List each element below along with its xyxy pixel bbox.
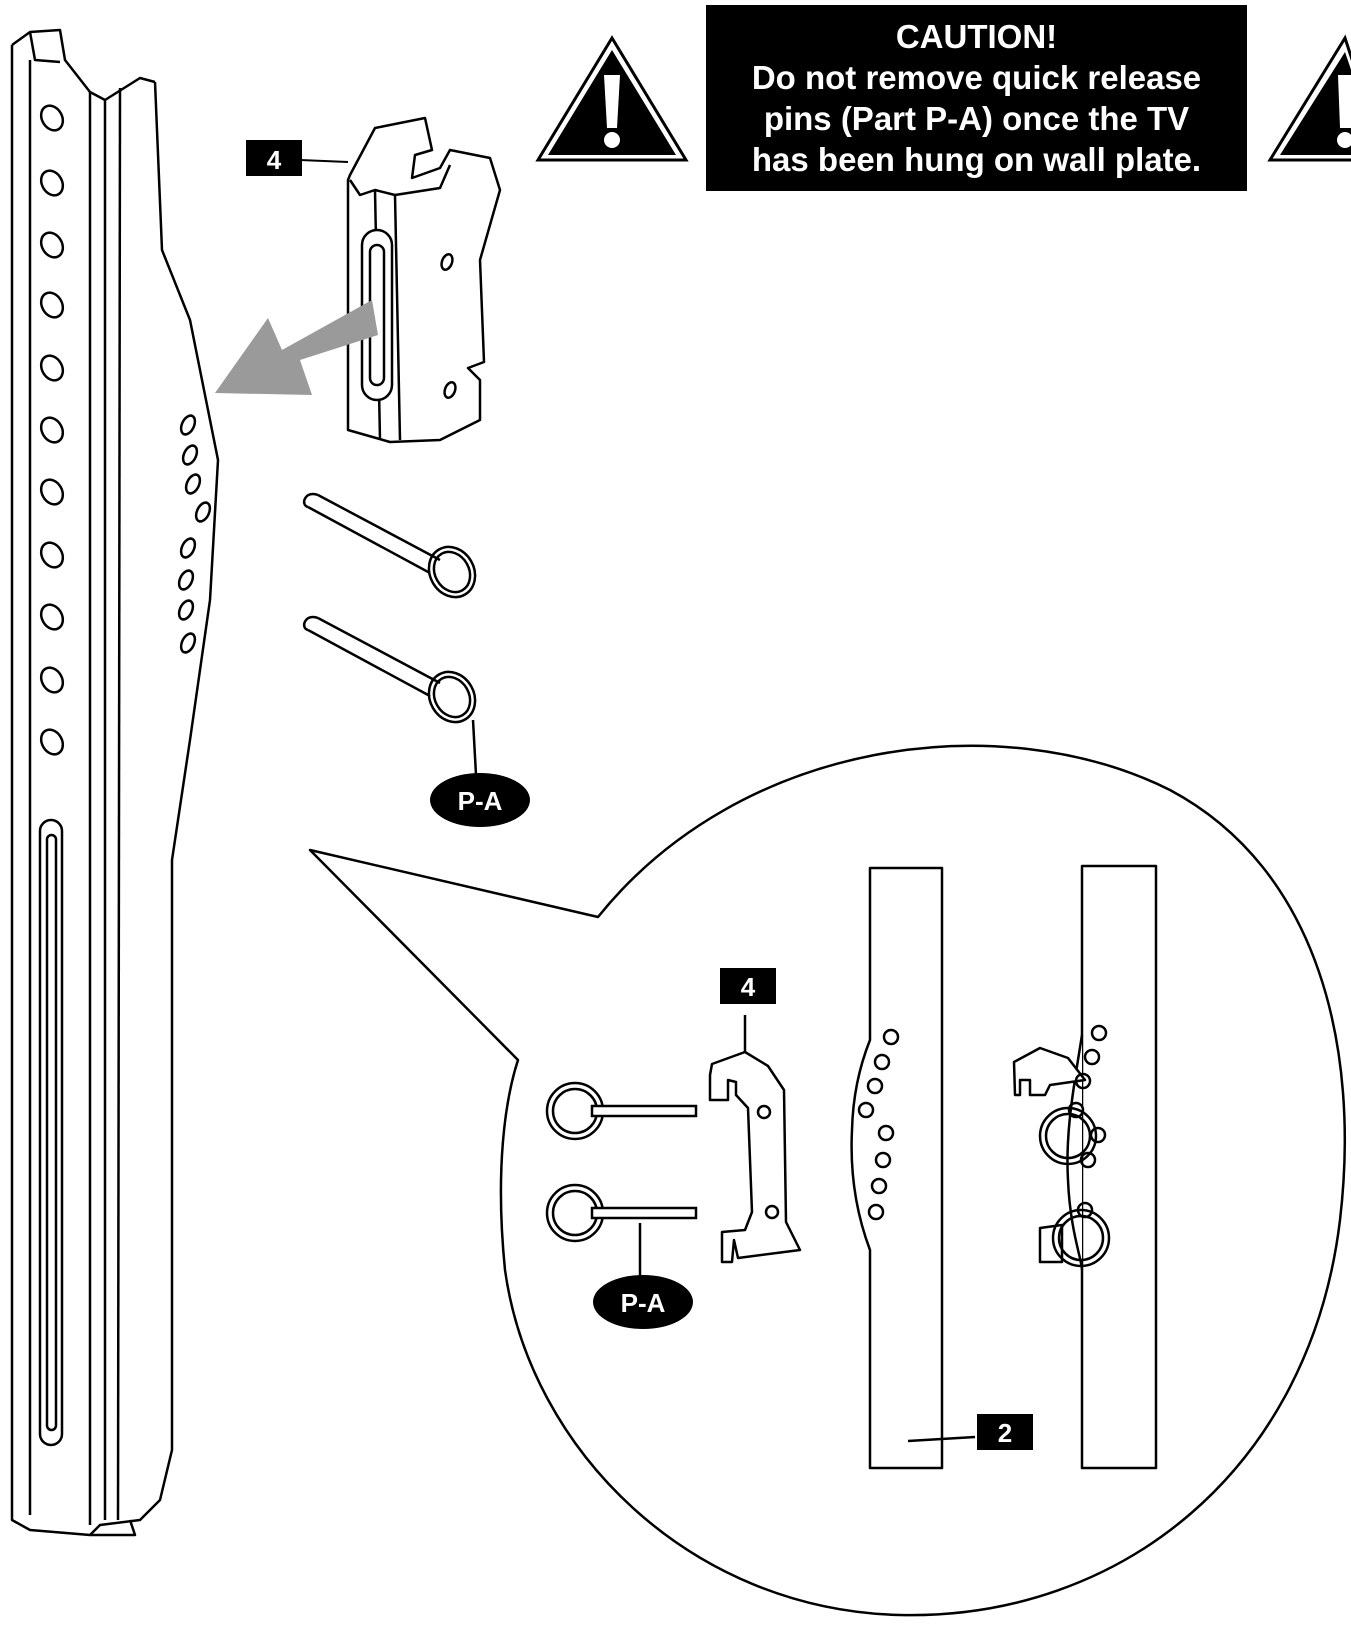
label-part-pa-detail: P-A (593, 1275, 693, 1329)
vertical-rail (10, 28, 220, 1537)
quick-release-pin-upper (302, 492, 477, 599)
label-part-pa-top: P-A (430, 773, 530, 827)
quick-release-pin-lower (302, 615, 478, 776)
label-part-2-detail: 2 (977, 1414, 1033, 1450)
detail-pin-lower (545, 1183, 698, 1285)
label-part-pa-top-text: P-A (458, 786, 503, 816)
caution-line-2: pins (Part P-A) once the TV (763, 100, 1190, 137)
label-part-2-detail-text: 2 (998, 1418, 1012, 1448)
caution-line-3: has been hung on wall plate. (751, 141, 1202, 178)
insert-arrow-icon (215, 300, 378, 395)
caution-box: CAUTION! Do not remove quick release pin… (706, 5, 1247, 191)
label-part-4-detail: 4 (720, 968, 776, 1004)
warning-triangle-icon (535, 35, 689, 162)
detail-callout (308, 744, 1346, 1617)
label-part-pa-detail-text: P-A (621, 1288, 666, 1318)
caution-line-1: Do not remove quick release (751, 59, 1202, 96)
caution-title: CAUTION! (895, 18, 1058, 55)
label-part-4-detail-text: 4 (741, 972, 756, 1002)
detail-bracket-part-4 (708, 1015, 802, 1264)
bracket-part-4 (346, 116, 502, 444)
rail-holes (39, 104, 65, 756)
detail-pin-upper (545, 1081, 698, 1141)
detail-assembled-rail (1012, 864, 1158, 1470)
warning-triangle-right-icon (1267, 34, 1351, 162)
detail-rail-part-2 (850, 866, 976, 1470)
rail-bulge-holes (177, 414, 212, 654)
label-part-4-top-text: 4 (267, 145, 282, 175)
label-part-4-top: 4 (246, 140, 349, 176)
